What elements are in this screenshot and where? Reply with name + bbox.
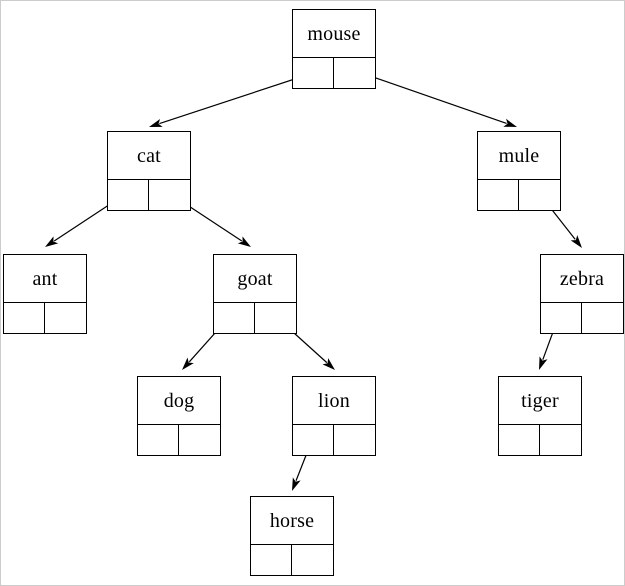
node-pointer-cells-goat — [214, 303, 296, 333]
node-label-mule: mule — [478, 132, 560, 180]
tree-node-ant[interactable]: ant — [3, 254, 87, 334]
node-right-pointer-goat[interactable] — [255, 303, 296, 333]
tree-node-dog[interactable]: dog — [137, 376, 221, 456]
node-left-pointer-mouse[interactable] — [293, 58, 334, 88]
node-pointer-cells-zebra — [541, 303, 623, 333]
node-label-ant: ant — [4, 255, 86, 303]
node-pointer-cells-mule — [478, 180, 560, 210]
node-right-pointer-mule[interactable] — [519, 180, 560, 210]
node-right-pointer-cat[interactable] — [149, 180, 190, 210]
node-pointer-cells-dog — [138, 425, 220, 455]
node-pointer-cells-cat — [108, 180, 190, 210]
tree-node-horse[interactable]: horse — [250, 496, 334, 576]
edge-mouse-to-cat — [149, 71, 317, 127]
node-pointer-cells-ant — [4, 303, 86, 333]
node-left-pointer-zebra[interactable] — [541, 303, 582, 333]
tree-node-lion[interactable]: lion — [292, 376, 376, 456]
node-label-goat: goat — [214, 255, 296, 303]
node-label-dog: dog — [138, 377, 220, 425]
node-pointer-cells-lion — [293, 425, 375, 455]
node-pointer-cells-mouse — [293, 58, 375, 88]
tree-node-zebra[interactable]: zebra — [540, 254, 624, 334]
node-label-lion: lion — [293, 377, 375, 425]
tree-node-mule[interactable]: mule — [477, 131, 561, 211]
node-left-pointer-horse[interactable] — [251, 545, 292, 575]
node-left-pointer-dog[interactable] — [138, 425, 179, 455]
node-label-zebra: zebra — [541, 255, 623, 303]
node-left-pointer-ant[interactable] — [4, 303, 45, 333]
node-label-cat: cat — [108, 132, 190, 180]
edge-mouse-to-mule — [352, 69, 517, 127]
node-left-pointer-cat[interactable] — [108, 180, 149, 210]
node-pointer-cells-horse — [251, 545, 333, 575]
node-left-pointer-lion[interactable] — [293, 425, 334, 455]
node-right-pointer-ant[interactable] — [45, 303, 86, 333]
node-left-pointer-goat[interactable] — [214, 303, 255, 333]
node-right-pointer-dog[interactable] — [179, 425, 220, 455]
node-left-pointer-tiger[interactable] — [499, 425, 540, 455]
tree-node-tiger[interactable]: tiger — [498, 376, 582, 456]
tree-node-goat[interactable]: goat — [213, 254, 297, 334]
node-label-horse: horse — [251, 497, 333, 545]
node-pointer-cells-tiger — [499, 425, 581, 455]
node-right-pointer-lion[interactable] — [334, 425, 375, 455]
tree-node-mouse[interactable]: mouse — [292, 9, 376, 89]
node-right-pointer-tiger[interactable] — [540, 425, 581, 455]
node-left-pointer-mule[interactable] — [478, 180, 519, 210]
node-right-pointer-mouse[interactable] — [334, 58, 375, 88]
node-right-pointer-zebra[interactable] — [582, 303, 623, 333]
node-label-tiger: tiger — [499, 377, 581, 425]
tree-node-cat[interactable]: cat — [107, 131, 191, 211]
node-label-mouse: mouse — [293, 10, 375, 58]
node-right-pointer-horse[interactable] — [292, 545, 333, 575]
